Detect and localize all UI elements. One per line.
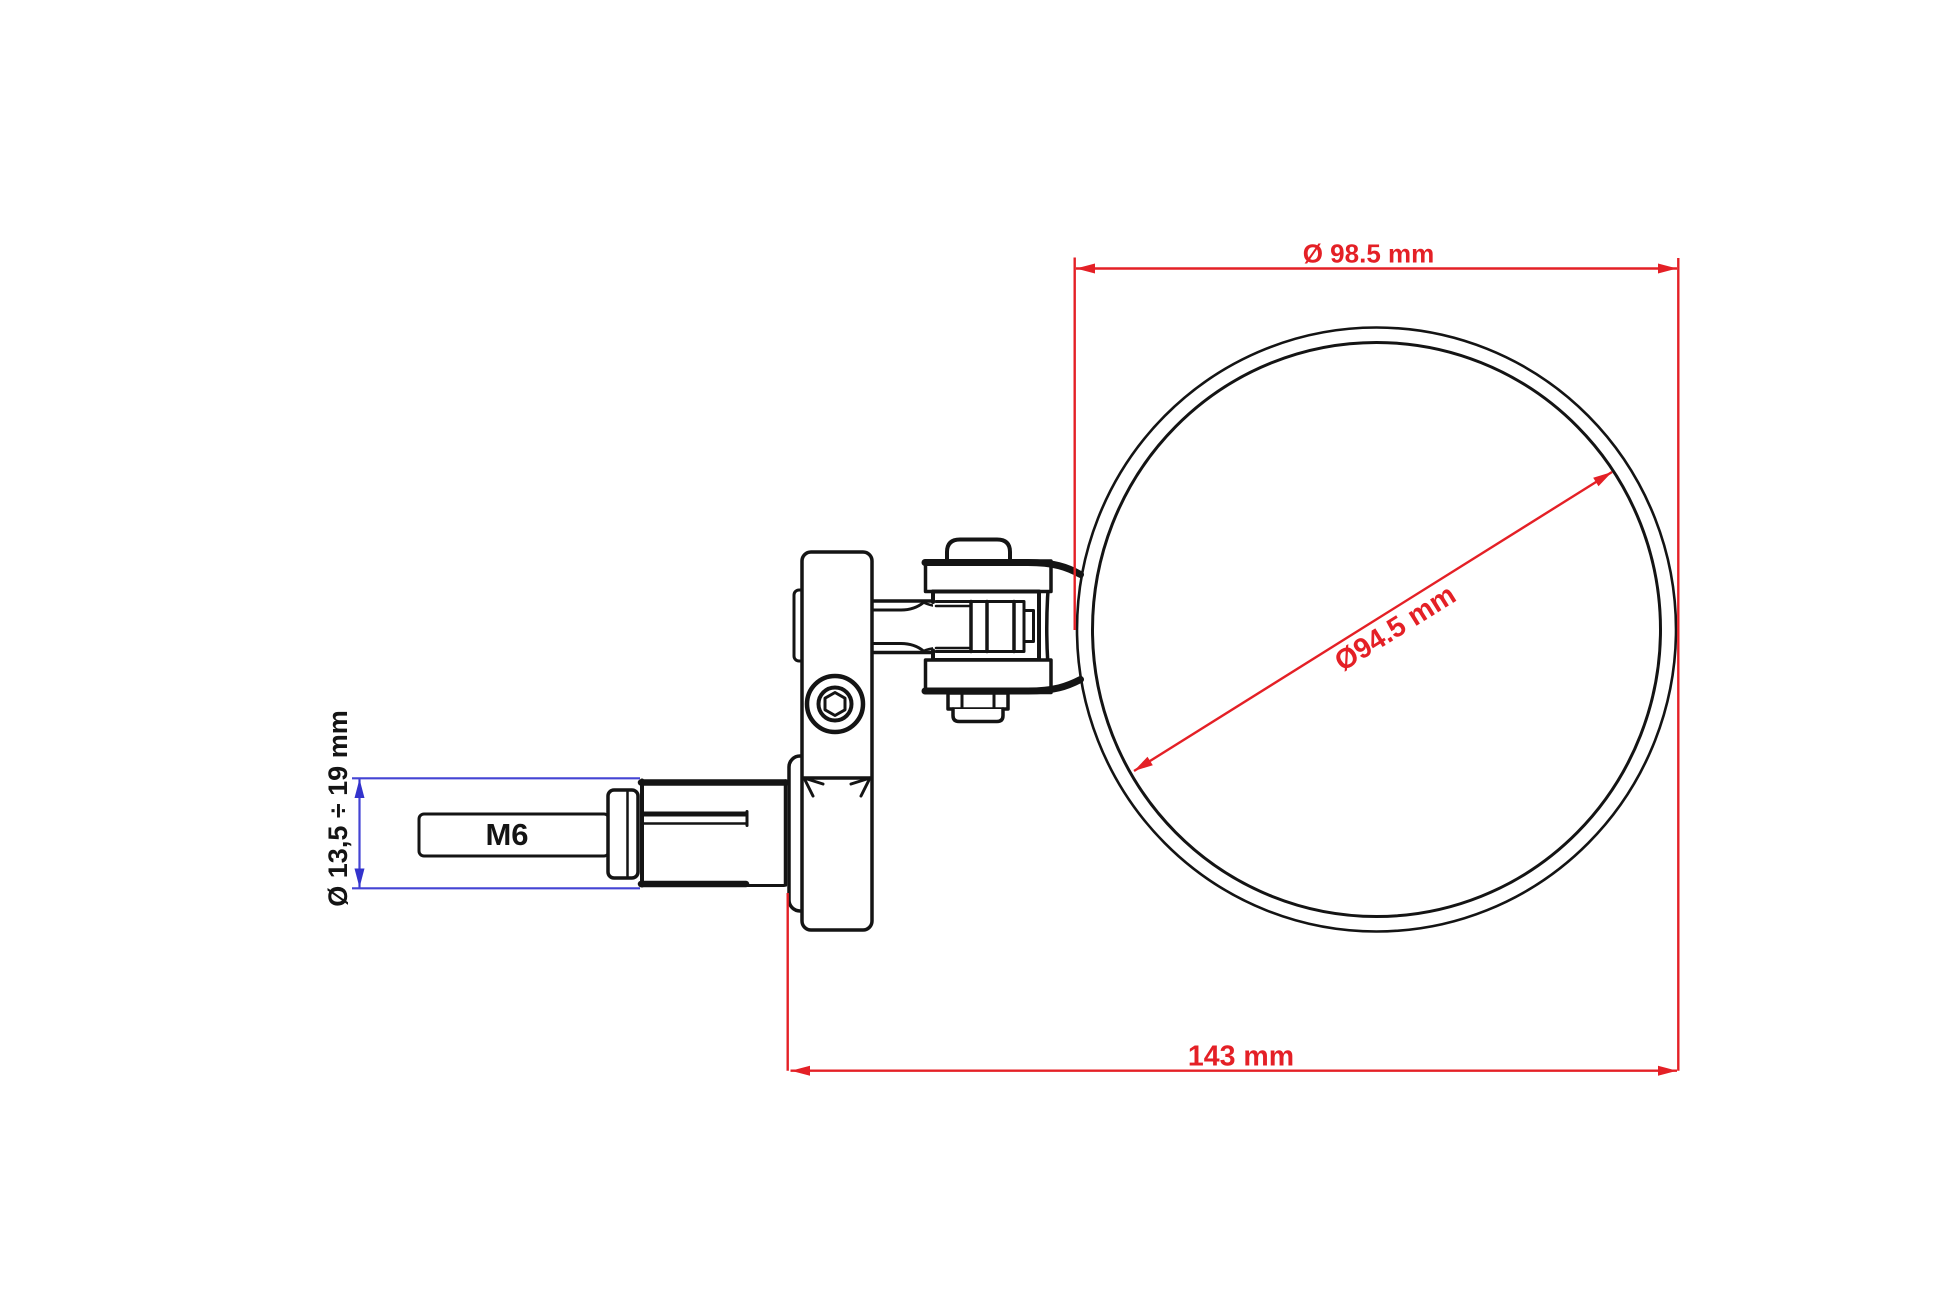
svg-text:Ø 13,5 ÷ 19 mm: Ø 13,5 ÷ 19 mm [323, 710, 353, 906]
svg-text:M6: M6 [485, 817, 528, 852]
svg-text:Ø 98.5 mm: Ø 98.5 mm [1303, 239, 1435, 269]
svg-text:143 mm: 143 mm [1188, 1041, 1294, 1073]
